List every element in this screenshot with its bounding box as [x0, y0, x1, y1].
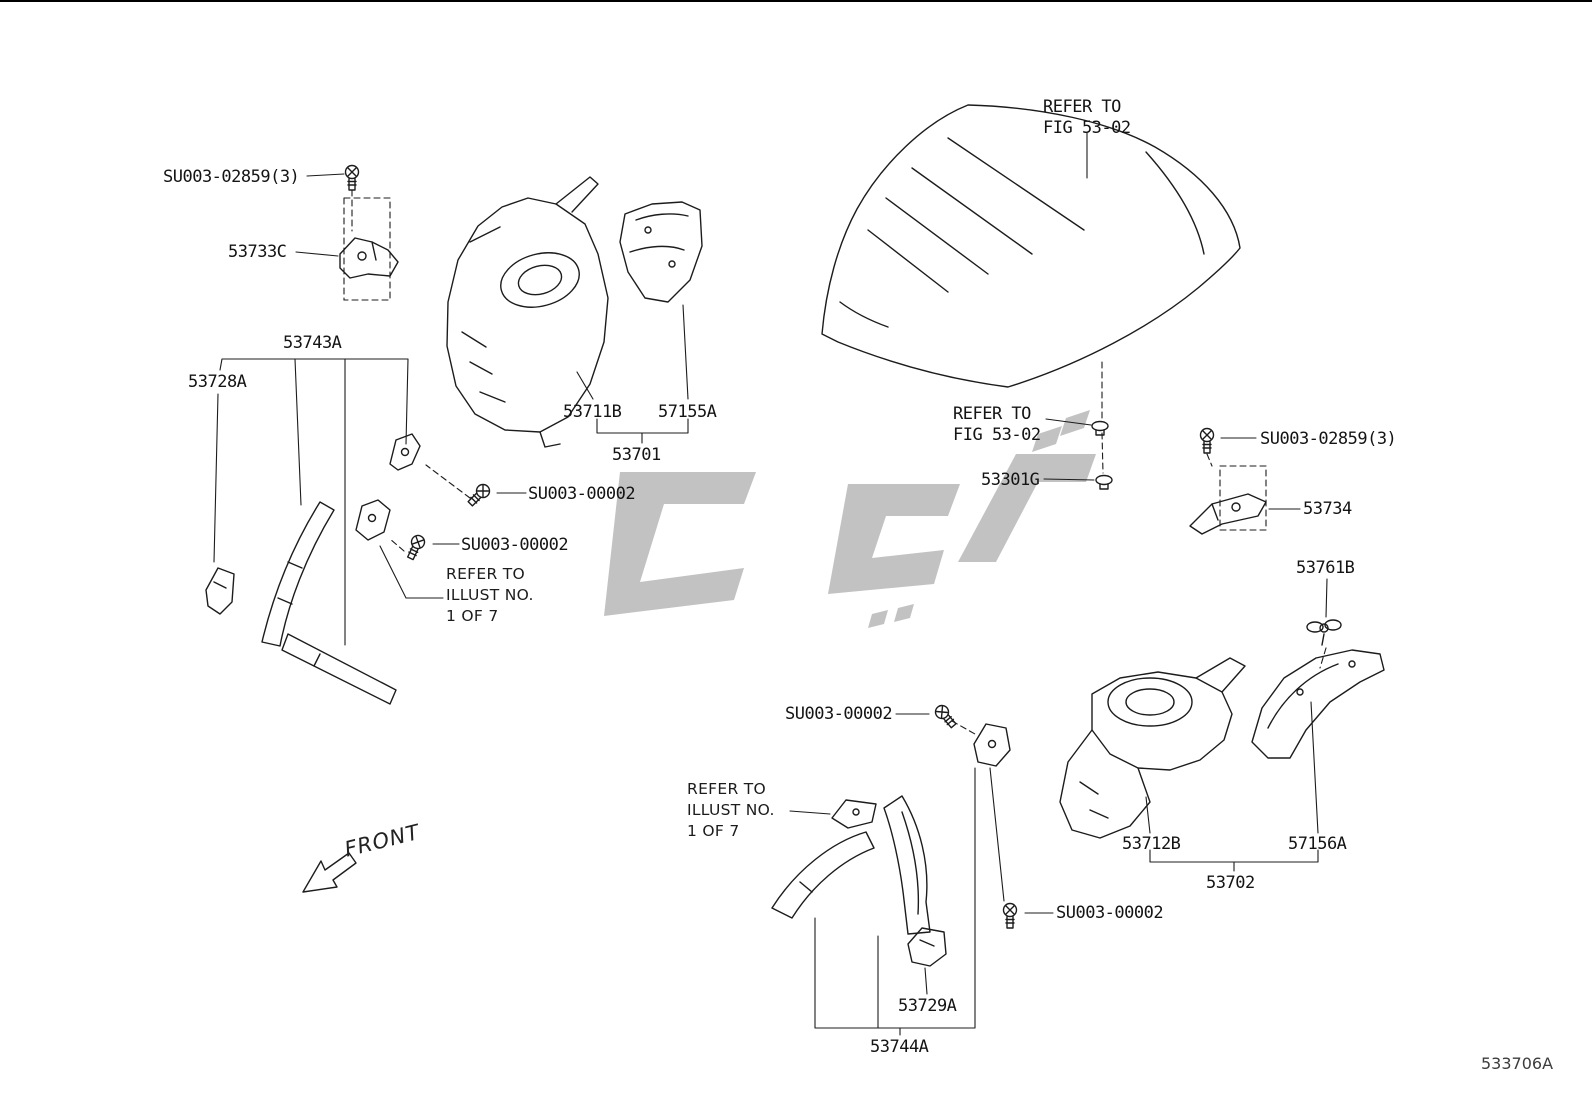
fastener-label-su003-00002-d: SU003-00002	[1056, 903, 1164, 923]
note-line: REFER TO	[687, 780, 767, 798]
leader-lines	[213, 132, 1328, 1036]
fastener-label-su003-02859-right: SU003-02859(3)	[1260, 429, 1397, 449]
apron-side-panel-rh-drawing	[1251, 649, 1385, 759]
note-line: 1 OF 7	[687, 822, 740, 840]
part-label-53744a: 53744A	[870, 1037, 929, 1057]
part-label-53702: 53702	[1206, 873, 1255, 893]
fender-apron-front-rh-drawing	[1059, 657, 1246, 839]
note-line: REFER TO	[1043, 97, 1121, 117]
part-label-53743a: 53743A	[283, 333, 342, 353]
apron-side-panel-lh-drawing	[619, 201, 703, 303]
cowl-side-brace-group-lh-drawing	[205, 433, 421, 705]
hood-hinge-bracket-rh-drawing	[1189, 493, 1267, 535]
note-refer-fig-middle: REFER TO FIG 53-02	[953, 404, 1041, 446]
note-line: REFER TO	[446, 565, 526, 583]
part-label-53761b: 53761B	[1296, 558, 1355, 578]
watermark-logo	[604, 410, 1096, 628]
drawing-number: 533706A	[1481, 1054, 1554, 1073]
note-refer-illust-right: REFER TO ILLUST NO. 1 OF 7	[687, 779, 775, 842]
part-label-53301g: 53301G	[981, 470, 1040, 490]
part-label-53711b: 53711B	[563, 402, 622, 422]
part-label-57156a: 57156A	[1288, 834, 1347, 854]
part-label-53734: 53734	[1303, 499, 1352, 519]
part-label-57155a: 57155A	[658, 402, 717, 422]
front-direction-arrow	[302, 852, 357, 893]
note-refer-illust-left: REFER TO ILLUST NO. 1 OF 7	[446, 564, 534, 627]
fender-apron-front-lh-drawing	[446, 176, 609, 448]
fastener-label-su003-00002-a: SU003-00002	[528, 484, 636, 504]
note-line: REFER TO	[953, 404, 1031, 424]
fastener-label-su003-02859-top-left: SU003-02859(3)	[163, 167, 300, 187]
note-line: FIG 53-02	[1043, 118, 1131, 138]
part-label-53701: 53701	[612, 445, 661, 465]
wing-bolt-drawing	[1306, 619, 1342, 646]
note-line: ILLUST NO.	[446, 586, 534, 604]
note-line: 1 OF 7	[446, 607, 499, 625]
fastener-label-su003-00002-c: SU003-00002	[785, 704, 893, 724]
front-side-brace-group-rh-drawing	[771, 723, 1011, 967]
note-line: ILLUST NO.	[687, 801, 775, 819]
assembly-guide-dashed-lines	[343, 189, 1327, 735]
part-label-53733c: 53733C	[228, 242, 287, 262]
part-label-53729a: 53729A	[898, 996, 957, 1016]
note-line: FIG 53-02	[953, 425, 1041, 445]
fastener-label-su003-00002-b: SU003-00002	[461, 535, 569, 555]
part-label-53712b: 53712B	[1122, 834, 1181, 854]
part-label-53728a: 53728A	[188, 372, 247, 392]
hood-panel-drawing	[821, 104, 1241, 388]
radiator-support-bracket-drawing	[339, 237, 399, 279]
note-refer-fig-top: REFER TO FIG 53-02	[1043, 97, 1131, 139]
